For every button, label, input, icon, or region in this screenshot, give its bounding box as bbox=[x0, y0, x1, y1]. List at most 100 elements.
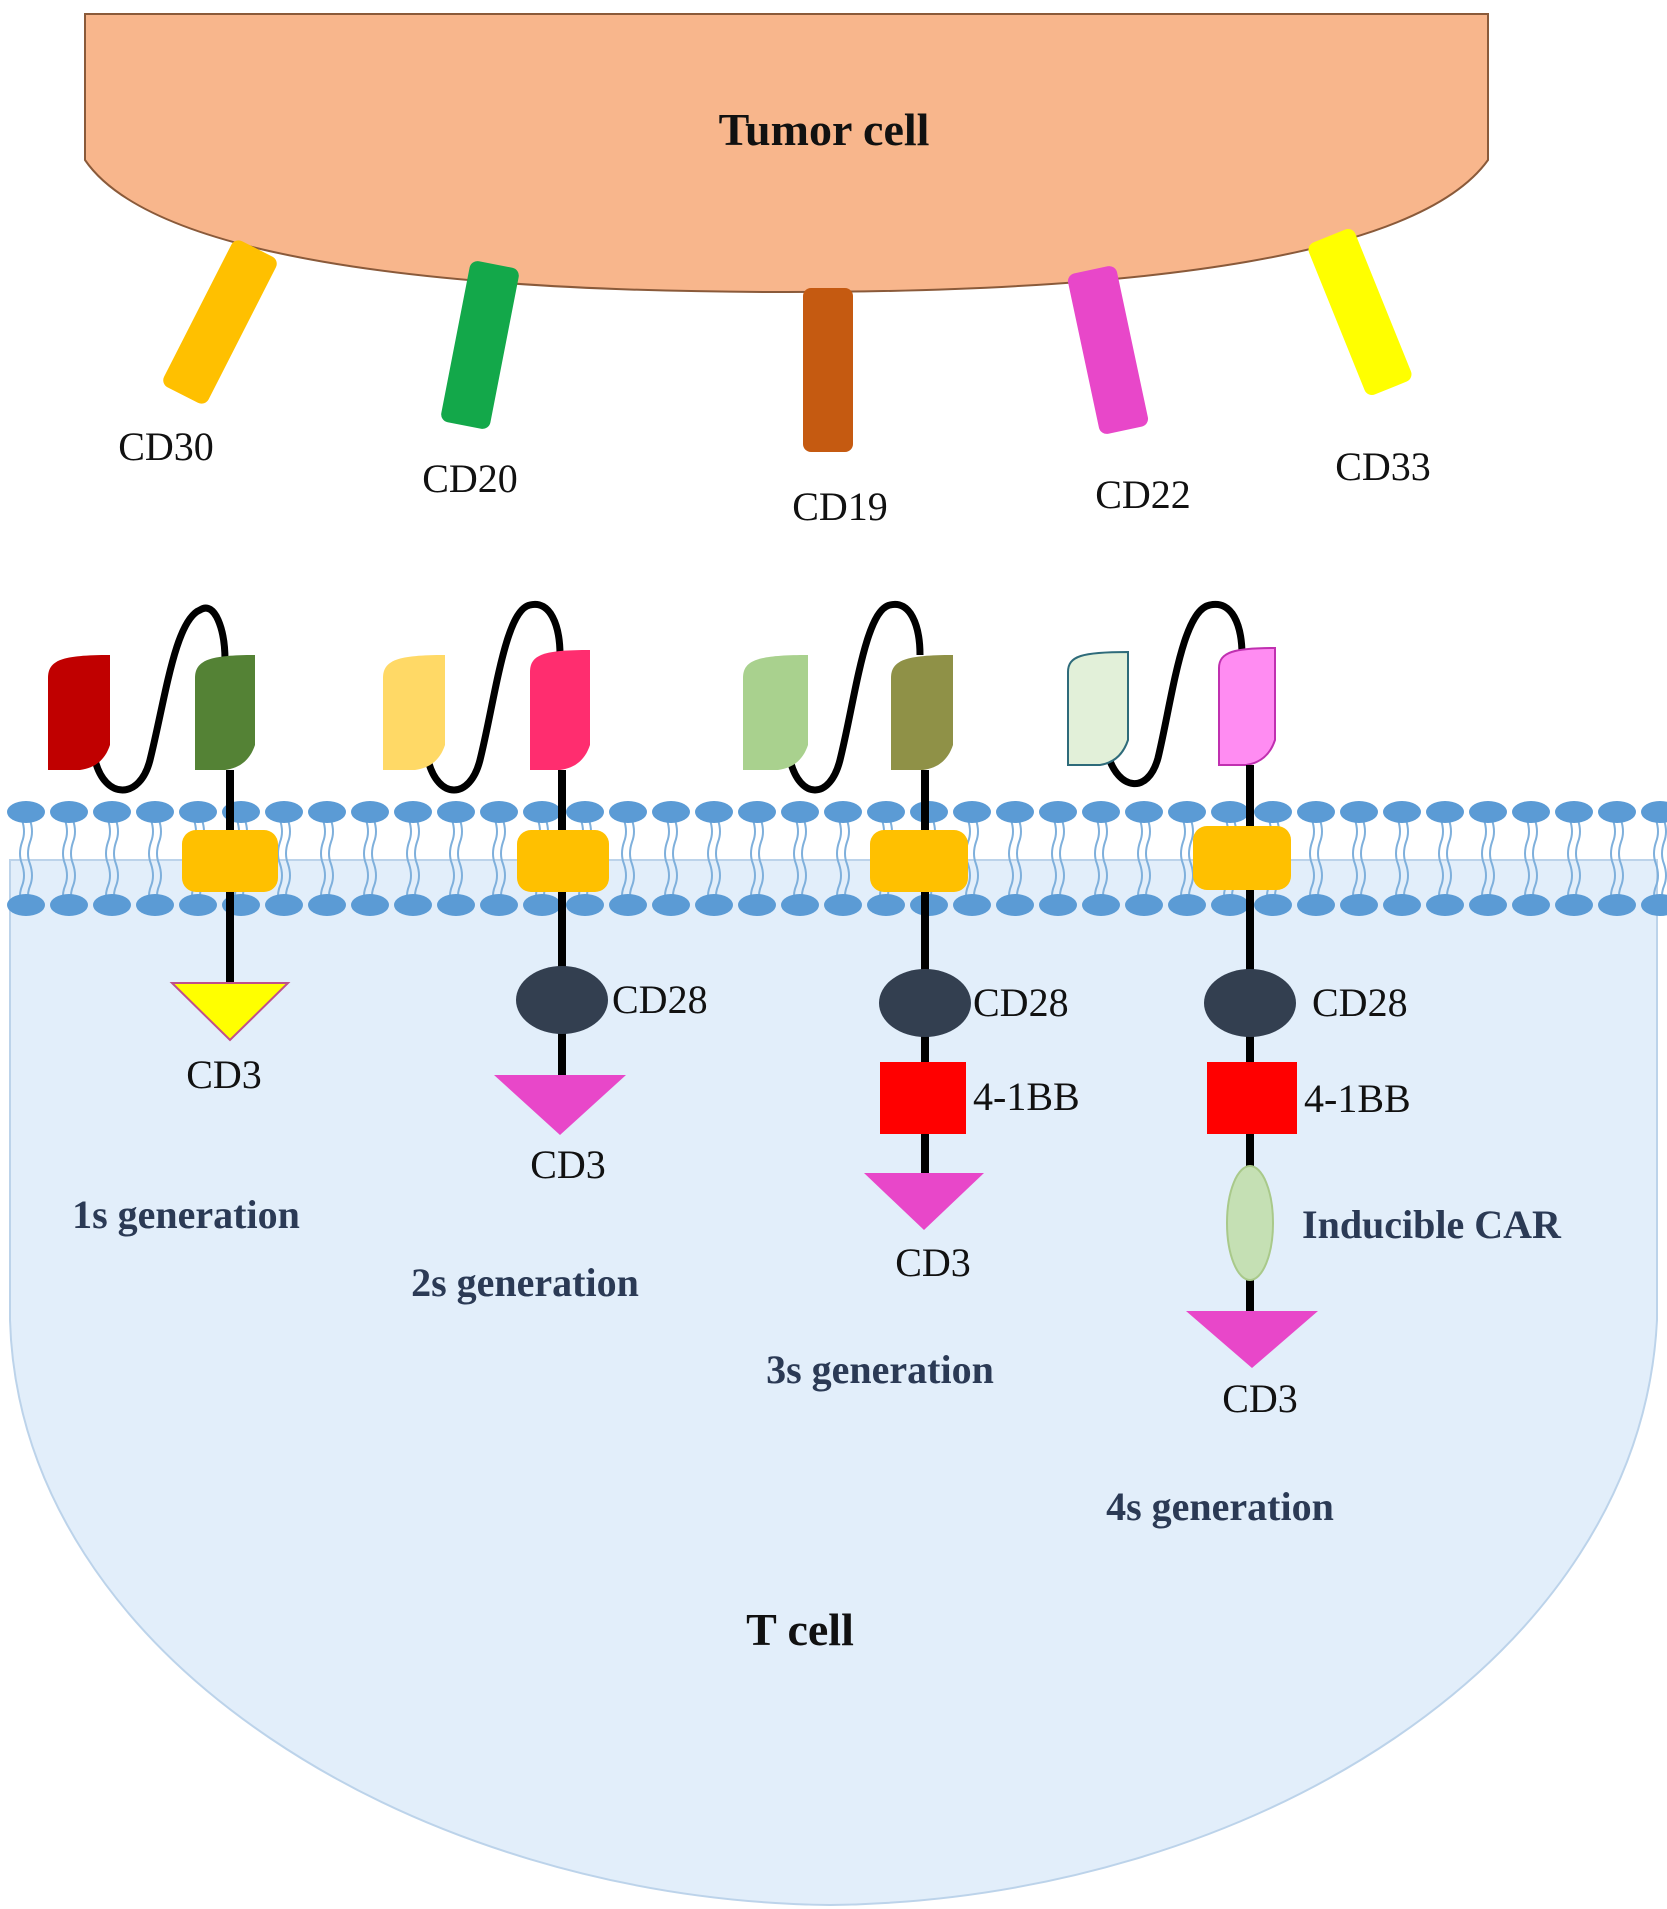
transmembrane-domain bbox=[870, 830, 968, 892]
vh-domain bbox=[1218, 646, 1276, 766]
cd28-label: CD28 bbox=[1312, 980, 1408, 1025]
lipid-head bbox=[781, 801, 819, 823]
cd3-label: CD3 bbox=[895, 1240, 971, 1285]
lipid-head bbox=[953, 801, 991, 823]
lipid-head bbox=[738, 801, 776, 823]
lipid-head bbox=[1426, 801, 1464, 823]
lipid-tail bbox=[1352, 819, 1366, 906]
lipid-tail bbox=[1567, 819, 1581, 906]
cd3-zeta-domain bbox=[494, 1075, 626, 1135]
generation-label: 1s generation bbox=[72, 1192, 300, 1237]
4-1bb-label: 4-1BB bbox=[1304, 1076, 1411, 1121]
generation-label: 4s generation bbox=[1106, 1484, 1334, 1529]
antigen-label-cd20: CD20 bbox=[422, 456, 518, 501]
antigen-cd22 bbox=[1067, 266, 1149, 434]
lipid-head bbox=[1641, 801, 1667, 823]
lipid-head bbox=[394, 801, 432, 823]
lipid-head bbox=[351, 801, 389, 823]
lipid-head bbox=[824, 894, 862, 916]
lipid-head bbox=[437, 894, 475, 916]
lipid-head bbox=[1082, 801, 1120, 823]
antigen-cd20 bbox=[441, 261, 519, 429]
lipid-tail bbox=[148, 819, 162, 906]
antigen-label-cd33: CD33 bbox=[1335, 444, 1431, 489]
lipid-head bbox=[1555, 894, 1593, 916]
lipid-head bbox=[50, 894, 88, 916]
lipid-tail bbox=[1137, 819, 1151, 906]
lipid-head bbox=[437, 801, 475, 823]
lipid-tail bbox=[1653, 819, 1667, 906]
lipid-head bbox=[1297, 801, 1335, 823]
car-generation-1: CD3 1s generation bbox=[48, 604, 300, 1237]
lipid-head bbox=[1555, 801, 1593, 823]
lipid-head bbox=[1039, 801, 1077, 823]
cd3-label: CD3 bbox=[530, 1142, 606, 1187]
4-1bb-domain bbox=[1207, 1062, 1297, 1134]
generation-label: 2s generation bbox=[411, 1260, 639, 1305]
transmembrane-domain bbox=[1193, 826, 1291, 890]
lipid-head bbox=[867, 801, 905, 823]
lipid-head bbox=[652, 894, 690, 916]
vh-domain bbox=[195, 655, 255, 770]
lipid-head bbox=[351, 894, 389, 916]
lipid-head bbox=[265, 894, 303, 916]
lipid-head bbox=[1340, 894, 1378, 916]
lipid-head bbox=[781, 894, 819, 916]
lipid-tail bbox=[406, 819, 420, 906]
lipid-head bbox=[609, 801, 647, 823]
lipid-head bbox=[179, 894, 217, 916]
lipid-head bbox=[1254, 801, 1292, 823]
lipid-head bbox=[480, 894, 518, 916]
lipid-tail bbox=[277, 819, 291, 906]
generation-label: 3s generation bbox=[766, 1347, 994, 1392]
lipid-head bbox=[1469, 894, 1507, 916]
lipid-tail bbox=[1051, 819, 1065, 906]
vh-domain bbox=[530, 650, 590, 770]
lipid-head bbox=[953, 894, 991, 916]
lipid-head bbox=[93, 894, 131, 916]
lipid-head bbox=[1168, 801, 1206, 823]
lipid-head bbox=[93, 801, 131, 823]
lipid-tail bbox=[1438, 819, 1452, 906]
cd28-label: CD28 bbox=[973, 980, 1069, 1025]
lipid-head bbox=[1426, 894, 1464, 916]
lipid-head bbox=[1598, 801, 1636, 823]
cd28-domain bbox=[516, 966, 608, 1034]
lipid-head bbox=[265, 801, 303, 823]
lipid-head bbox=[609, 894, 647, 916]
transmembrane-domain bbox=[182, 830, 278, 892]
tumor-antigens bbox=[163, 229, 1412, 452]
lipid-head bbox=[652, 801, 690, 823]
lipid-head bbox=[7, 894, 45, 916]
lipid-tail bbox=[707, 819, 721, 906]
car-generation-2: CD28 CD3 2s generation bbox=[383, 600, 708, 1305]
antigen-cd33 bbox=[1308, 229, 1412, 395]
lipid-head bbox=[1254, 894, 1292, 916]
lipid-head bbox=[824, 801, 862, 823]
lipid-head bbox=[136, 801, 174, 823]
lipid-tail bbox=[750, 819, 764, 906]
cd3-zeta-domain bbox=[1186, 1311, 1318, 1368]
lipid-head bbox=[1168, 894, 1206, 916]
lipid-tail bbox=[492, 819, 506, 906]
antigen-label-cd22: CD22 bbox=[1095, 472, 1191, 517]
lipid-tail bbox=[363, 819, 377, 906]
transmembrane-domain bbox=[517, 830, 609, 892]
cd3-label: CD3 bbox=[186, 1052, 262, 1097]
lipid-head bbox=[1641, 894, 1667, 916]
cd28-domain bbox=[1204, 969, 1296, 1037]
vl-domain bbox=[1067, 650, 1129, 766]
inducible-car-domain bbox=[1226, 1165, 1274, 1281]
lipid-head bbox=[523, 801, 561, 823]
lipid-head bbox=[1512, 801, 1550, 823]
cd28-domain bbox=[879, 969, 971, 1037]
lipid-head bbox=[480, 801, 518, 823]
linker-loop bbox=[424, 600, 564, 794]
cd3-zeta-domain bbox=[169, 982, 291, 1042]
cd3-zeta-domain bbox=[864, 1173, 984, 1230]
lipid-tail bbox=[621, 819, 635, 906]
4-1bb-domain bbox=[880, 1062, 966, 1134]
lipid-head bbox=[50, 801, 88, 823]
antigen-cd30 bbox=[163, 240, 277, 404]
